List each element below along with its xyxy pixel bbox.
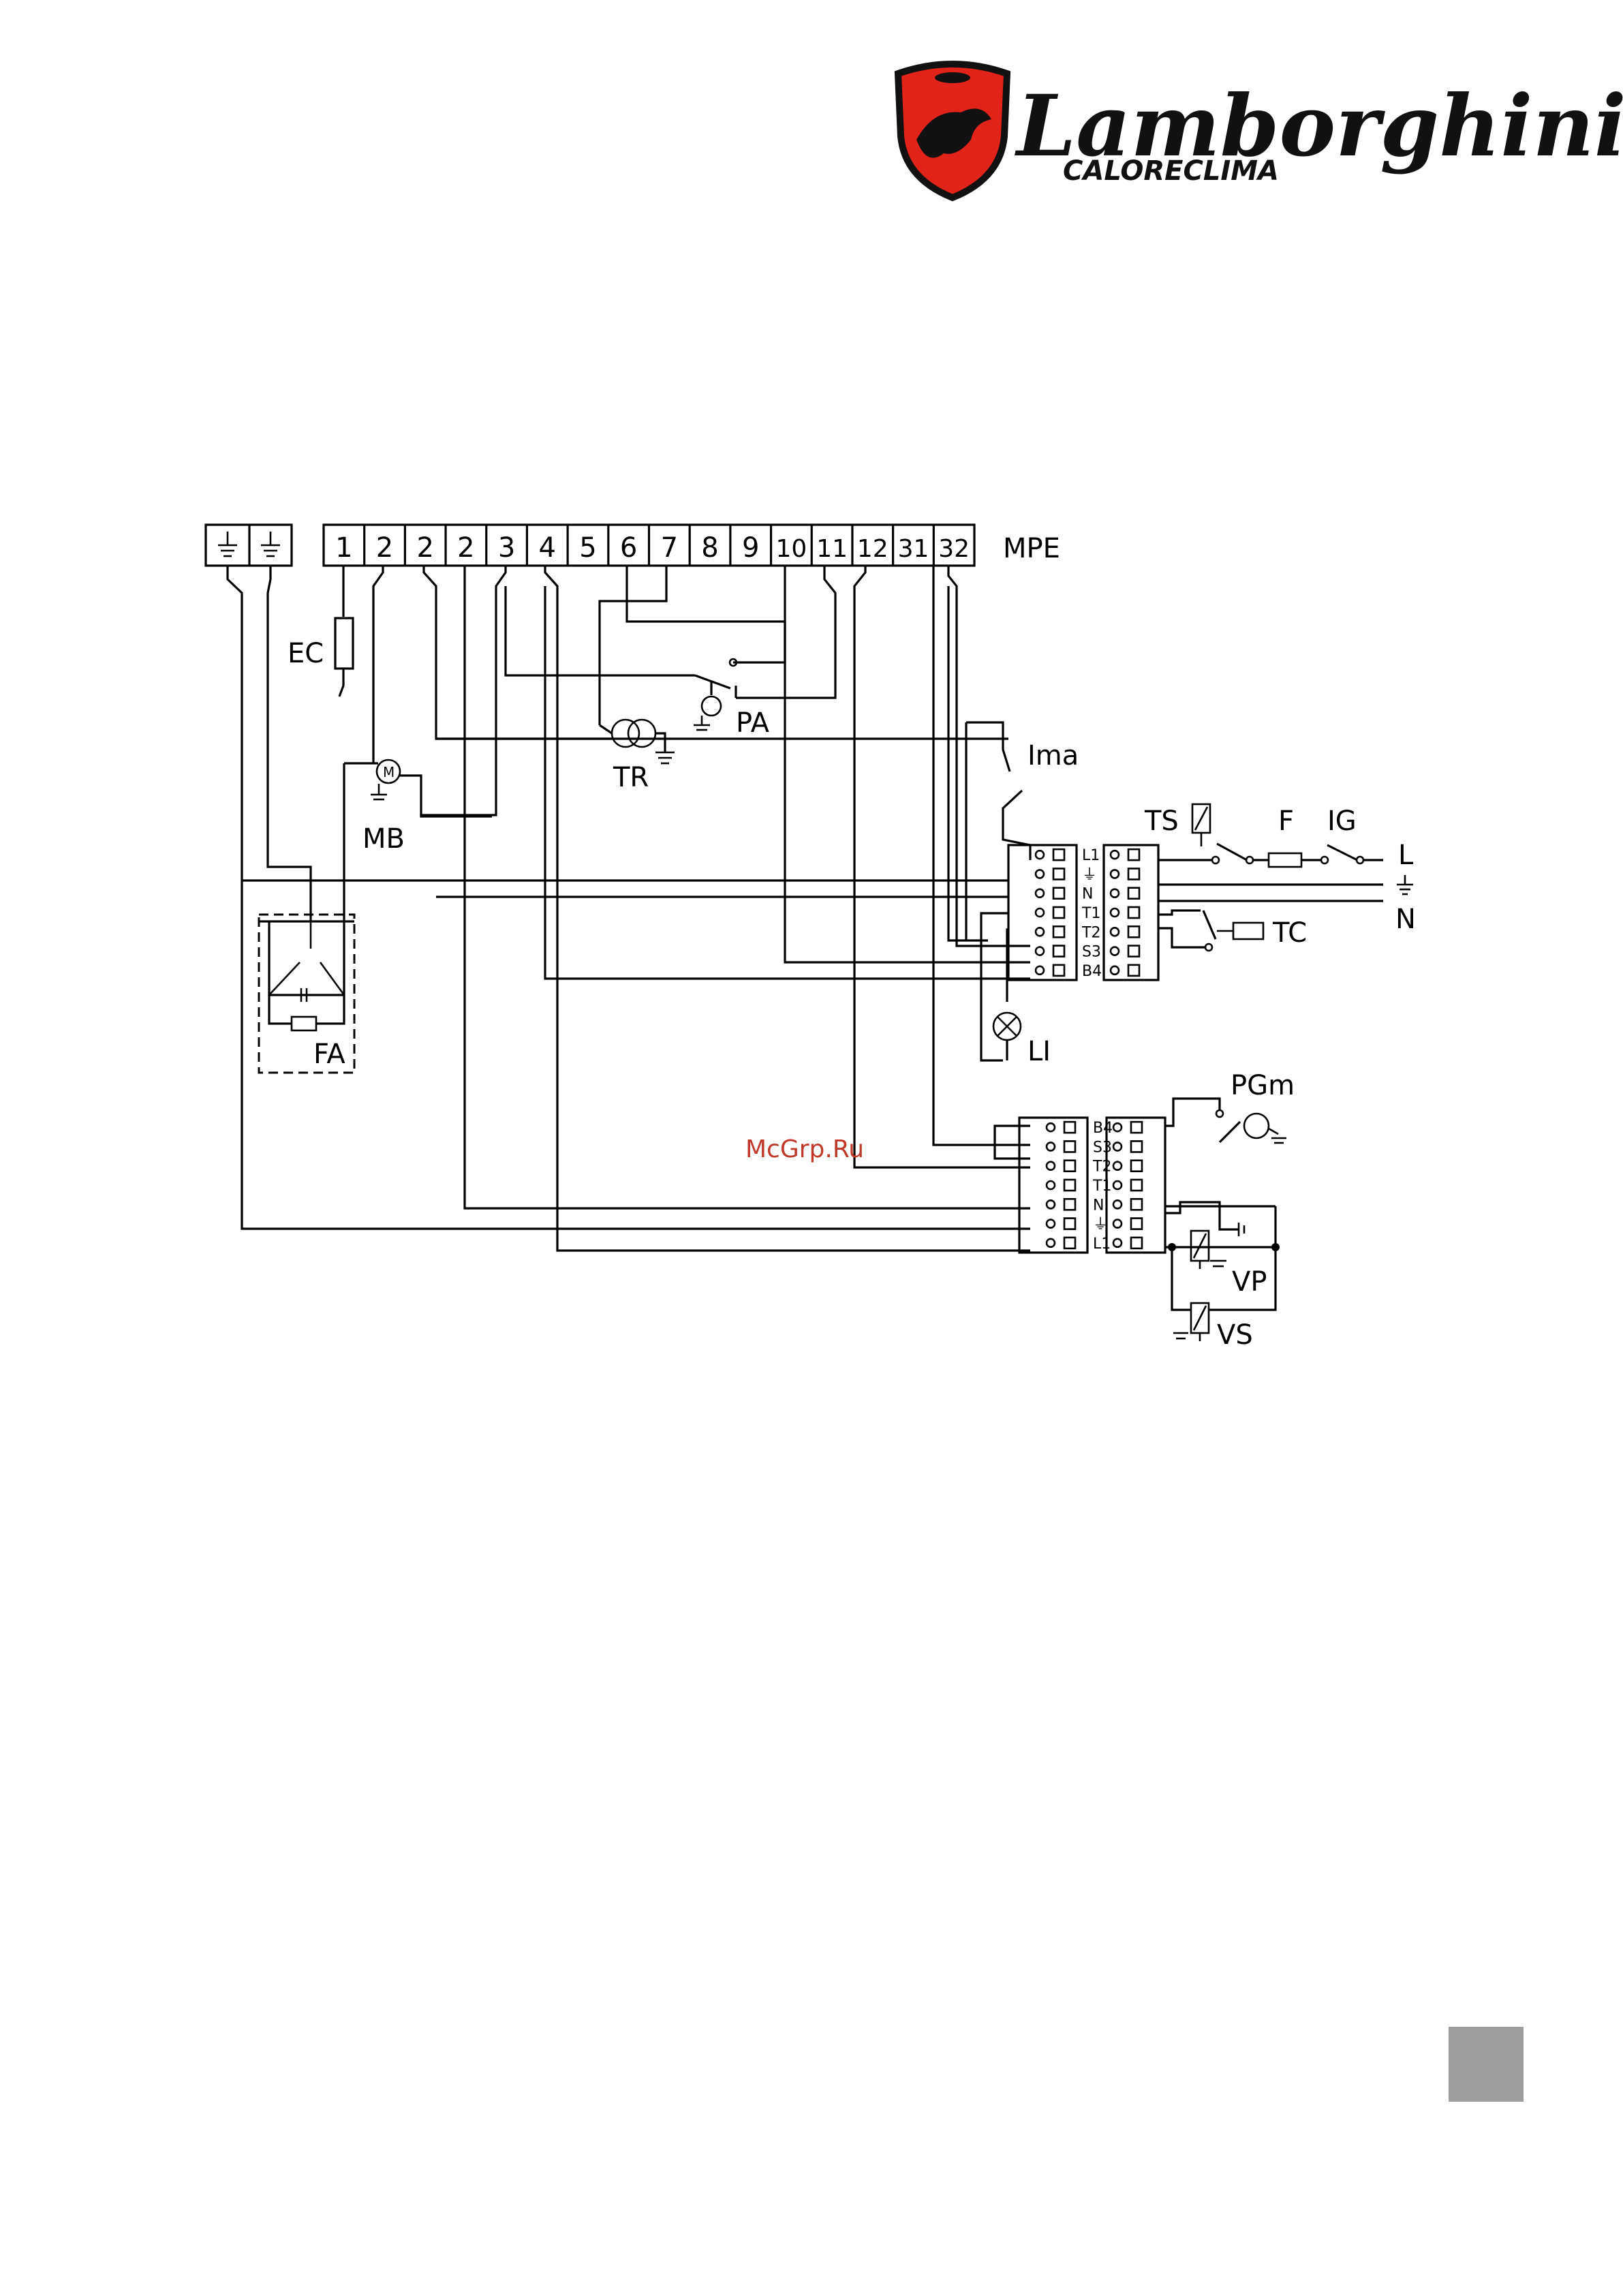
terminal-label: 9 bbox=[742, 532, 759, 564]
tr-label: TR bbox=[613, 762, 649, 793]
connector-pin bbox=[1111, 870, 1119, 878]
f-label: F bbox=[1278, 806, 1294, 837]
terminal-label: 8 bbox=[701, 532, 718, 564]
terminal-label: 12 bbox=[857, 535, 888, 563]
page-number-box bbox=[1449, 2027, 1524, 2102]
earth-icon bbox=[218, 532, 237, 556]
connector-pin-label: T1 bbox=[1081, 905, 1100, 922]
terminal-label: 10 bbox=[776, 535, 807, 563]
tr-transformer: TR bbox=[436, 720, 675, 793]
connector-pin-label: L1 bbox=[1082, 847, 1100, 864]
brand-sub: CALORECLIMA bbox=[1063, 155, 1279, 187]
connector-pin bbox=[1113, 1239, 1122, 1247]
connector-pin bbox=[1047, 1239, 1055, 1247]
terminal-label: 11 bbox=[816, 535, 848, 563]
terminal-label: 7 bbox=[661, 532, 678, 564]
connector-pin-label: N bbox=[1082, 886, 1093, 903]
mb-motor: M MB bbox=[362, 760, 492, 855]
mb-label: MB bbox=[362, 823, 405, 855]
connector-pin-label: S3 bbox=[1093, 1139, 1112, 1156]
connector-pin bbox=[1047, 1162, 1055, 1170]
ima-label: Ima bbox=[1027, 740, 1079, 771]
connector-pin bbox=[1113, 1123, 1122, 1131]
li-label: LI bbox=[1027, 1036, 1051, 1067]
terminal-label: 1 bbox=[335, 532, 352, 564]
terminal-label: 3 bbox=[498, 532, 515, 564]
connector-pin bbox=[1113, 1142, 1122, 1150]
connector-pin bbox=[1036, 966, 1044, 975]
wiring bbox=[228, 566, 1030, 1251]
mpe-label: MPE bbox=[1003, 533, 1060, 564]
connector-pin bbox=[1111, 889, 1119, 898]
connector-pin bbox=[1111, 947, 1119, 955]
connector-pin bbox=[1047, 1142, 1055, 1150]
pgm-label: PGm bbox=[1231, 1070, 1295, 1101]
terminal-label: 4 bbox=[539, 532, 556, 564]
connector-pin-label: L1 bbox=[1093, 1236, 1111, 1253]
connector-pin bbox=[1113, 1162, 1122, 1170]
svg-text:M: M bbox=[383, 764, 395, 780]
safety-chain: Ima TS F IG L N TC bbox=[242, 722, 1416, 1067]
vp-label: VP bbox=[1232, 1266, 1267, 1298]
connector-pin-label: B4 bbox=[1093, 1120, 1113, 1137]
connector-pin bbox=[1036, 928, 1044, 936]
fa-fan: FA bbox=[259, 763, 373, 1073]
connector-pin bbox=[1036, 870, 1044, 878]
connector-pin bbox=[1036, 889, 1044, 898]
fa-label: FA bbox=[313, 1039, 345, 1070]
vs-label: VS bbox=[1217, 1319, 1253, 1351]
connector-pin-label: ⏚ bbox=[1082, 866, 1097, 883]
connector-pin bbox=[1047, 1181, 1055, 1189]
connector-pin-label: N bbox=[1093, 1197, 1104, 1214]
connector-pin-label: T1 bbox=[1092, 1178, 1111, 1195]
line-n-label: N bbox=[1395, 904, 1416, 935]
connector-pin bbox=[1111, 908, 1119, 917]
tc-label: TC bbox=[1272, 917, 1307, 949]
connector-pin bbox=[1036, 908, 1044, 917]
earth-icon bbox=[261, 532, 280, 556]
terminal-label: 2 bbox=[376, 532, 393, 564]
connector-pin bbox=[1047, 1220, 1055, 1228]
ig-label: IG bbox=[1327, 806, 1357, 837]
connector-pin bbox=[1113, 1181, 1122, 1189]
terminal-label: 5 bbox=[579, 532, 596, 564]
connector-pin bbox=[1113, 1200, 1122, 1208]
connector-pin bbox=[1111, 966, 1119, 975]
connector-pin-label: S3 bbox=[1082, 944, 1101, 961]
connector-pin bbox=[1036, 851, 1044, 859]
line-l-label: L bbox=[1398, 840, 1414, 871]
connector-pin bbox=[1047, 1200, 1055, 1208]
ts-label: TS bbox=[1144, 806, 1179, 837]
connector-pin bbox=[1111, 928, 1119, 936]
connector-pin-label: T2 bbox=[1092, 1159, 1111, 1176]
connector-pin bbox=[1113, 1220, 1122, 1228]
connector-pin bbox=[1036, 947, 1044, 955]
terminal-label: 2 bbox=[457, 532, 474, 564]
connector-pin bbox=[1047, 1123, 1055, 1131]
connector-pin-label: T2 bbox=[1081, 924, 1100, 941]
watermark: McGrp.Ru bbox=[745, 1135, 864, 1163]
pa-label: PA bbox=[736, 707, 770, 739]
connector-pin bbox=[1111, 851, 1119, 859]
terminal-label: 31 bbox=[898, 535, 929, 563]
terminal-label: 2 bbox=[416, 532, 433, 564]
ec-label: EC bbox=[288, 638, 324, 669]
brand-logo: Lamborghini CALORECLIMA bbox=[898, 64, 1623, 198]
ec-resistor bbox=[335, 618, 353, 669]
gas-valve-group: PGm VP VS bbox=[1165, 1070, 1295, 1351]
terminal-label: 32 bbox=[938, 535, 970, 563]
earth-terminals bbox=[206, 525, 292, 566]
terminal-label: 6 bbox=[620, 532, 637, 564]
connector-pin-label: B4 bbox=[1082, 963, 1102, 980]
